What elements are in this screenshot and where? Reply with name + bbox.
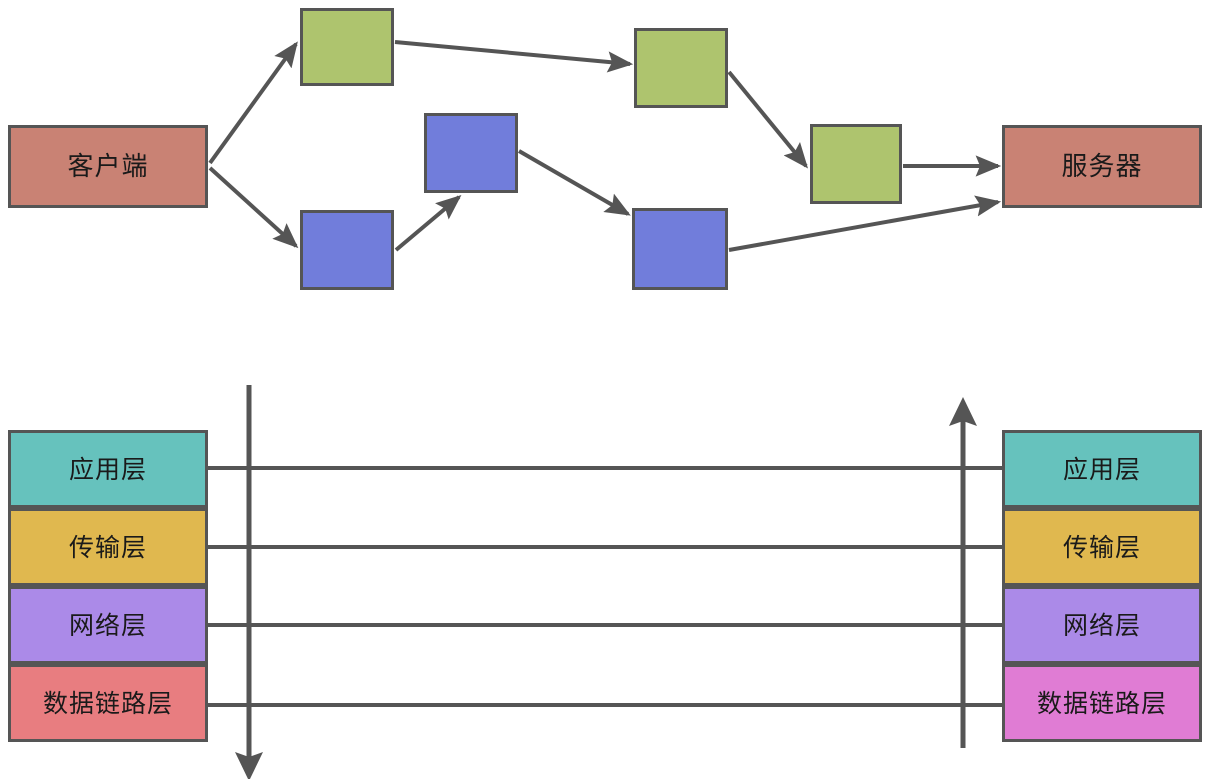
edge-client-to-hop-b1	[208, 166, 299, 249]
sender-protocol-stack-net: 网络层	[8, 586, 208, 664]
sender-protocol-stack-link-label: 数据链路层	[42, 688, 173, 718]
node-hop-b3	[632, 208, 728, 290]
node-hop-g3	[810, 124, 902, 204]
node-hop-b2	[424, 113, 518, 193]
edge-hop-g2-to-hop-g3	[727, 70, 809, 169]
receiver-protocol-stack-app-label: 应用层	[1062, 454, 1141, 484]
receiver-protocol-stack-net-label: 网络层	[1062, 610, 1141, 640]
node-hop-g1	[300, 8, 394, 86]
node-client-label: 客户端	[67, 151, 149, 182]
edge-hop-b3-to-server	[728, 195, 1002, 252]
edge-hop-b2-to-hop-b3	[517, 149, 631, 216]
node-client: 客户端	[8, 125, 208, 208]
node-server-label: 服务器	[1061, 151, 1143, 182]
receiver-protocol-stack-link-label: 数据链路层	[1036, 688, 1167, 718]
receiver-protocol-stack-tran-label: 传输层	[1062, 532, 1141, 562]
sender-protocol-stack-app-label: 应用层	[68, 454, 147, 484]
receiver-protocol-stack-app: 应用层	[1002, 430, 1202, 508]
receiver-protocol-stack-net: 网络层	[1002, 586, 1202, 664]
edge-client-to-hop-g1	[208, 41, 298, 165]
sender-protocol-stack-tran: 传输层	[8, 508, 208, 586]
sender-protocol-stack-net-label: 网络层	[68, 610, 147, 640]
sender-protocol-stack-tran-label: 传输层	[68, 532, 147, 562]
node-hop-b1	[300, 210, 394, 290]
edge-hop-g1-to-hop-g2	[394, 40, 634, 73]
edge-hop-b1-to-hop-b2	[394, 194, 462, 252]
receiver-protocol-stack-link: 数据链路层	[1002, 664, 1202, 742]
receiver-protocol-stack-tran: 传输层	[1002, 508, 1202, 586]
node-server: 服务器	[1002, 125, 1202, 208]
node-hop-g2	[634, 28, 728, 108]
sender-protocol-stack-link: 数据链路层	[8, 664, 208, 742]
sender-protocol-stack-app: 应用层	[8, 430, 208, 508]
